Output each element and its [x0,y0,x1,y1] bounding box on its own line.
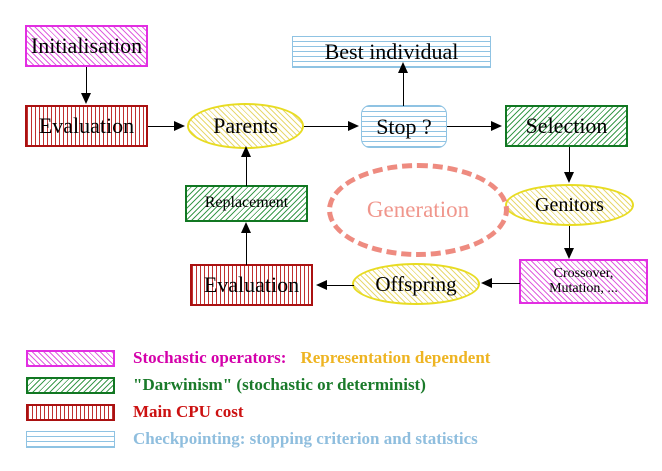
node-evaluation-top-label: Evaluation [38,113,135,139]
legend-label-stochastic-operators: Stochastic operators: [133,348,287,367]
edge-offspring-to-evaluation-arrowhead [316,280,327,290]
legend-swatch-blue-horizontal-hatch [26,430,115,448]
node-selection-label: Selection [525,113,608,139]
edge-evaluation-to-parents-arrowhead [174,121,185,131]
edge-genitors-to-crossover-arrowhead [564,248,574,259]
legend-row-main-cpu-cost: Main CPU cost [26,402,243,422]
edge-initialisation-to-evaluation [86,67,87,95]
edge-evaluation-to-replacement-arrowhead [241,222,251,233]
edge-parents-to-stop [304,126,350,127]
node-generation-annotation: Generation [327,163,509,257]
legend-swatch-red-vertical-hatch [26,403,115,421]
node-replacement-label: Replacement [204,194,289,212]
node-stop[interactable]: Stop ? [361,105,447,148]
edge-selection-to-genitors-arrowhead [564,172,574,183]
edge-genitors-to-crossover [569,226,570,250]
node-crossover-mutation[interactable]: Crossover, Mutation, ... [519,259,648,304]
node-initialisation-label: Initialisation [30,33,143,59]
edge-evaluation-to-replacement [246,231,247,265]
node-genitors-label: Genitors [535,193,604,216]
node-replacement[interactable]: Replacement [185,185,308,222]
edge-initialisation-to-evaluation-arrowhead [81,93,91,104]
edge-crossover-to-offspring-arrowhead [481,278,492,288]
legend-swatch-green-diagonal-hatch [26,376,115,394]
node-crossover-label-line1: Crossover, [553,265,614,281]
node-genitors[interactable]: Genitors [505,184,634,226]
node-parents[interactable]: Parents [187,103,304,149]
legend-swatch-magenta-diagonal-hatch [26,349,115,367]
edge-evaluation-to-parents [148,126,176,127]
edge-stop-to-best-individual [403,70,404,106]
node-initialisation[interactable]: Initialisation [25,25,148,67]
legend-label-main-cpu-cost: Main CPU cost [133,402,244,421]
node-selection[interactable]: Selection [505,105,628,147]
node-offspring-label: Offspring [375,271,457,296]
edge-selection-to-genitors [569,147,570,175]
edge-offspring-to-evaluation [326,285,354,286]
legend-row-darwinism: "Darwinism" (stochastic or determinist) [26,375,426,395]
edge-stop-to-selection-arrowhead [491,121,502,131]
legend-label-representation-dependent: Representation dependent [300,348,491,367]
legend-row-stochastic-operators: Stochastic operators: Representation dep… [26,348,490,368]
node-generation-label: Generation [366,197,470,222]
edge-parents-to-stop-arrowhead [348,121,359,131]
node-evaluation-bottom-label: Evaluation [203,272,300,298]
node-stop-label: Stop ? [376,113,432,139]
node-best-individual[interactable]: Best individual [292,36,491,68]
edge-replacement-to-parents-arrowhead [241,146,251,157]
node-evaluation-bottom[interactable]: Evaluation [190,264,313,306]
legend-row-checkpointing: Checkpointing: stopping criterion and st… [26,429,478,449]
edge-replacement-to-parents [246,156,247,186]
node-evaluation-top[interactable]: Evaluation [25,105,148,147]
legend-label-checkpointing: Checkpointing: stopping criterion and st… [133,429,478,448]
edge-stop-to-selection [447,126,493,127]
node-best-individual-label: Best individual [324,39,459,65]
node-offspring[interactable]: Offspring [352,263,480,305]
legend-label-darwinism: "Darwinism" (stochastic or determinist) [133,375,426,394]
edge-crossover-to-offspring [490,283,520,284]
edge-stop-to-best-individual-arrowhead [398,62,408,73]
node-parents-label: Parents [213,113,278,139]
node-crossover-label-line2: Mutation, ... [549,280,618,296]
